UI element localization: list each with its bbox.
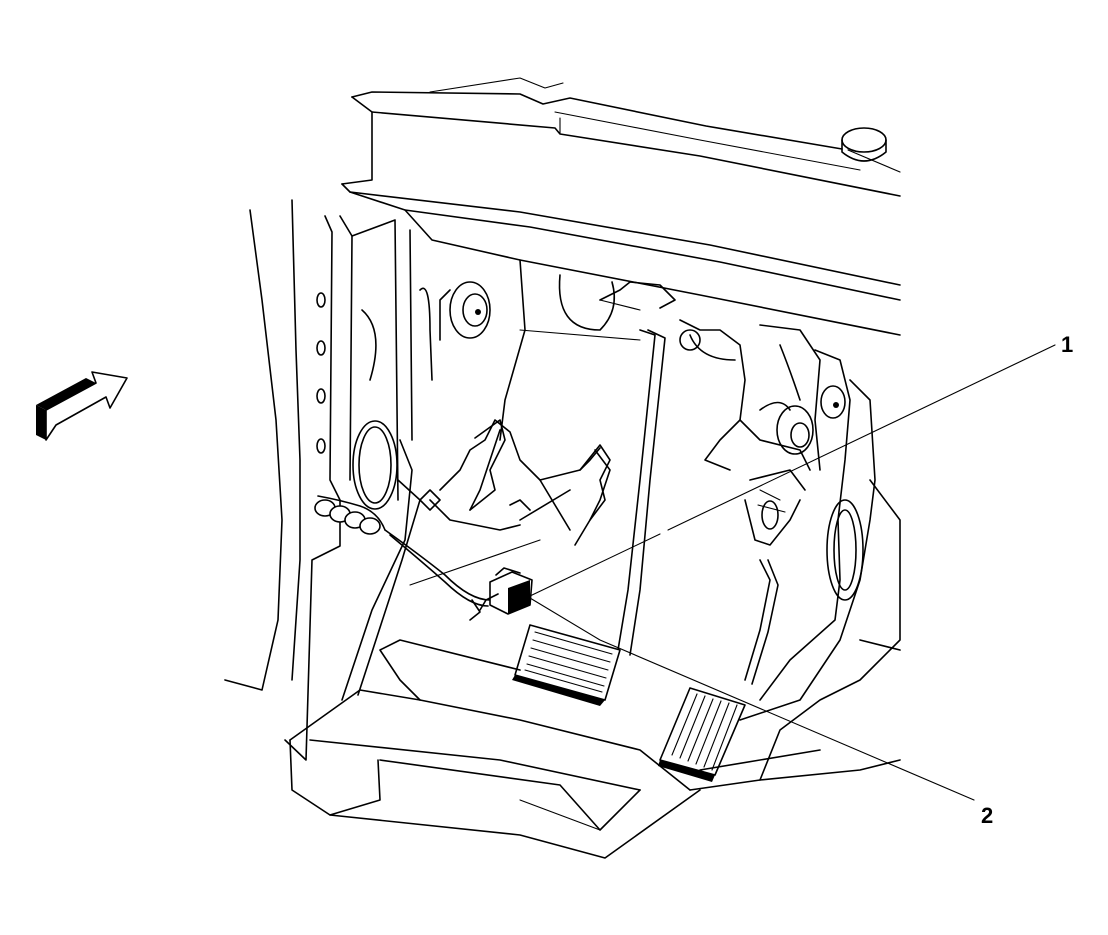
callout-leader-2 [409, 539, 975, 801]
callout-label-2: 2 [981, 803, 993, 828]
reservoir-cap-icon [841, 127, 901, 173]
steering-support [679, 319, 821, 546]
right-kick-panel [739, 349, 901, 781]
firewall [439, 259, 676, 441]
connector-icon [469, 567, 533, 621]
callout-label-1: 1 [1061, 332, 1073, 357]
kick-panel [341, 229, 433, 701]
callout-leader-1 [529, 344, 1056, 597]
brake-pedal-icon [512, 624, 621, 706]
door-frame [224, 199, 399, 761]
instrument-panel [341, 77, 901, 336]
accelerator-pedal-icon [658, 559, 779, 782]
floor-sill [289, 639, 901, 859]
floor-tunnel [419, 419, 611, 546]
wiring-harness [314, 495, 491, 607]
arrow-forward-icon [36, 371, 128, 441]
brake-pedal-arm [617, 329, 666, 656]
